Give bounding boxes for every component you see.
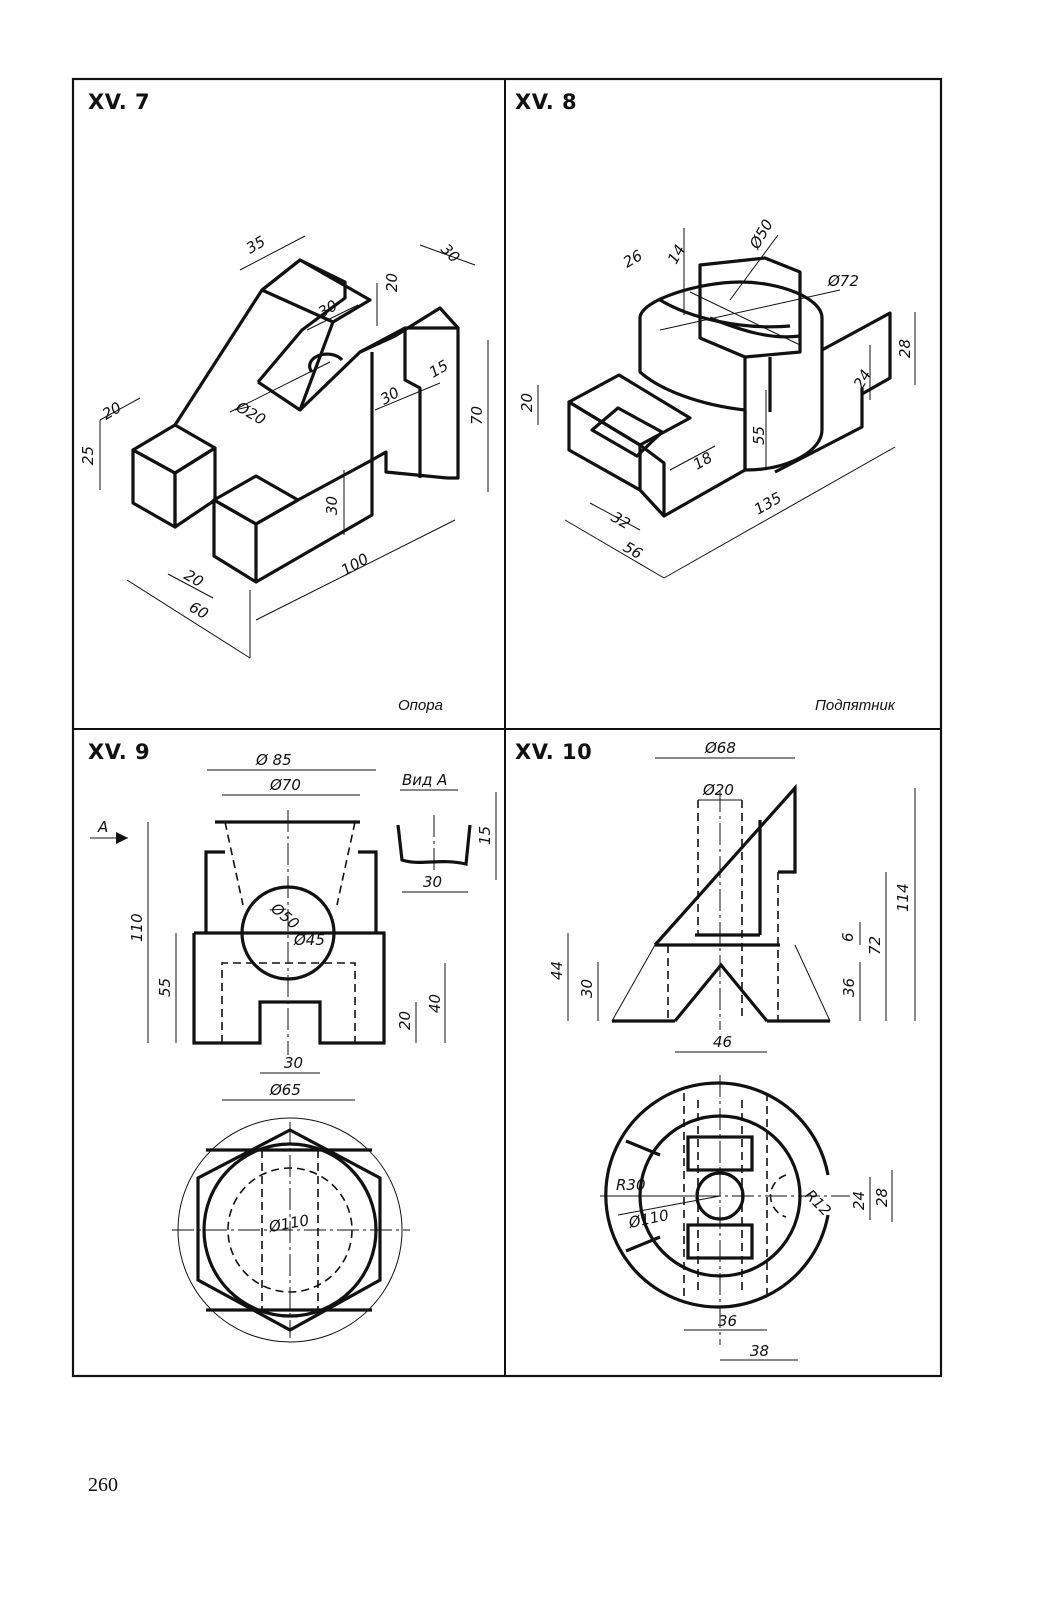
xv10-dim-44: 44 (548, 961, 566, 980)
xv8-dim-d50: Ø50 (745, 216, 777, 253)
xv10-dim-d68: Ø68 (704, 739, 736, 757)
panel-xv8-dimensions: 26 14 Ø50 Ø72 28 24 20 55 18 32 56 135 (518, 216, 914, 563)
xv9-view-label: Вид А (402, 771, 447, 789)
xv7-dim-d20: Ø20 (232, 397, 269, 429)
panel-title-xv8: XV. 8 (515, 90, 578, 114)
xv9-dim-55: 55 (156, 978, 174, 997)
panel-title-xv10: XV. 10 (515, 740, 593, 764)
panel-xv8-drawing: 26 14 Ø50 Ø72 28 24 20 55 18 32 56 135 (518, 216, 916, 579)
xv9-dim-30-view: 30 (423, 873, 442, 891)
xv10-dim-72: 72 (866, 936, 884, 955)
xv7-dim-30-top: 30 (437, 240, 463, 266)
panel-xv10-drawing: Ø68 Ø20 114 6 72 44 30 36 46 R30 Ø110 R1… (548, 739, 916, 1361)
panel-xv10-dimensions: Ø68 Ø20 114 6 72 44 30 36 46 R30 Ø110 R1… (548, 739, 912, 1360)
xv10-dim-30: 30 (578, 979, 596, 998)
xv9-dim-15: 15 (476, 826, 494, 845)
xv7-dim-60: 60 (186, 598, 212, 623)
xv7-dim-30-mid: 30 (377, 383, 403, 408)
xv8-dim-55: 55 (750, 426, 768, 445)
xv10-dim-28: 28 (873, 1188, 891, 1207)
xv10-dim-46: 46 (713, 1033, 732, 1051)
xv9-dim-d110: Ø110 (267, 1211, 311, 1236)
xv9-dim-30: 30 (284, 1054, 303, 1072)
panel-title-xv7: XV. 7 (88, 90, 151, 114)
xv9-dim-20: 20 (396, 1011, 414, 1030)
xv8-dim-135: 135 (751, 489, 785, 519)
xv9-dim-d50: Ø50 (267, 899, 303, 933)
xv7-dim-20-bottom: 20 (181, 566, 207, 591)
xv10-dim-6: 6 (839, 932, 857, 942)
xv9-dim-d70: Ø70 (269, 776, 301, 794)
xv10-dim-36: 36 (718, 1312, 737, 1330)
page-number: 260 (88, 1474, 118, 1496)
xv7-dim-100: 100 (338, 550, 372, 580)
xv9-dim-110: 110 (128, 913, 146, 942)
xv10-dim-24: 24 (850, 1191, 868, 1210)
xv9-arrow-label: А (97, 818, 108, 836)
xv9-dim-d85: Ø 85 (255, 751, 292, 769)
xv8-dim-14: 14 (664, 241, 689, 267)
xv10-dim-114: 114 (894, 883, 912, 912)
xv8-dim-28: 28 (896, 339, 914, 358)
xv9-dim-d45: Ø45 (293, 931, 325, 949)
xv9-dim-d65: Ø65 (269, 1081, 301, 1099)
view-arrow-icon (116, 832, 128, 844)
xv7-dim-30-low: 30 (323, 496, 341, 515)
xv9-dim-40: 40 (426, 994, 444, 1013)
panel-xv7-dimensions: 35 30 20 30 Ø20 15 30 70 20 25 30 20 60 … (79, 232, 486, 623)
xv8-dim-32: 32 (608, 508, 634, 533)
xv8-dim-20: 20 (518, 393, 536, 412)
panel-caption-xv7: Опора (398, 697, 443, 714)
xv7-dim-15: 15 (426, 356, 452, 381)
xv10-dim-d20: Ø20 (702, 781, 734, 799)
sheet-frame (71, 77, 943, 1378)
xv10-dim-r12: R12 (801, 1186, 835, 1220)
xv7-dim-70: 70 (468, 406, 486, 425)
xv8-dim-26: 26 (620, 246, 646, 271)
xv7-dim-20-top: 20 (383, 273, 401, 292)
xv8-dim-56: 56 (620, 538, 646, 563)
xv8-dim-18: 18 (690, 448, 716, 473)
panel-caption-xv8: Подпятник (815, 697, 895, 714)
xv10-dim-36-side: 36 (840, 978, 858, 997)
panel-title-xv9: XV. 9 (88, 740, 151, 764)
xv7-dim-35: 35 (243, 232, 269, 257)
panel-xv7-drawing: 35 30 20 30 Ø20 15 30 70 20 25 30 20 60 … (79, 232, 489, 659)
xv10-dim-38: 38 (750, 1342, 769, 1360)
xv10-dim-r30: R30 (616, 1176, 646, 1194)
xv10-dim-d110: Ø110 (626, 1206, 670, 1232)
xv8-dim-d72: Ø72 (827, 272, 859, 290)
xv7-dim-25: 25 (79, 446, 97, 465)
xv7-dim-20-left: 20 (99, 398, 125, 423)
panel-xv9-drawing: Ø 85 Ø70 15 30 110 Ø50 Ø45 55 40 20 30 Ø… (90, 751, 497, 1343)
